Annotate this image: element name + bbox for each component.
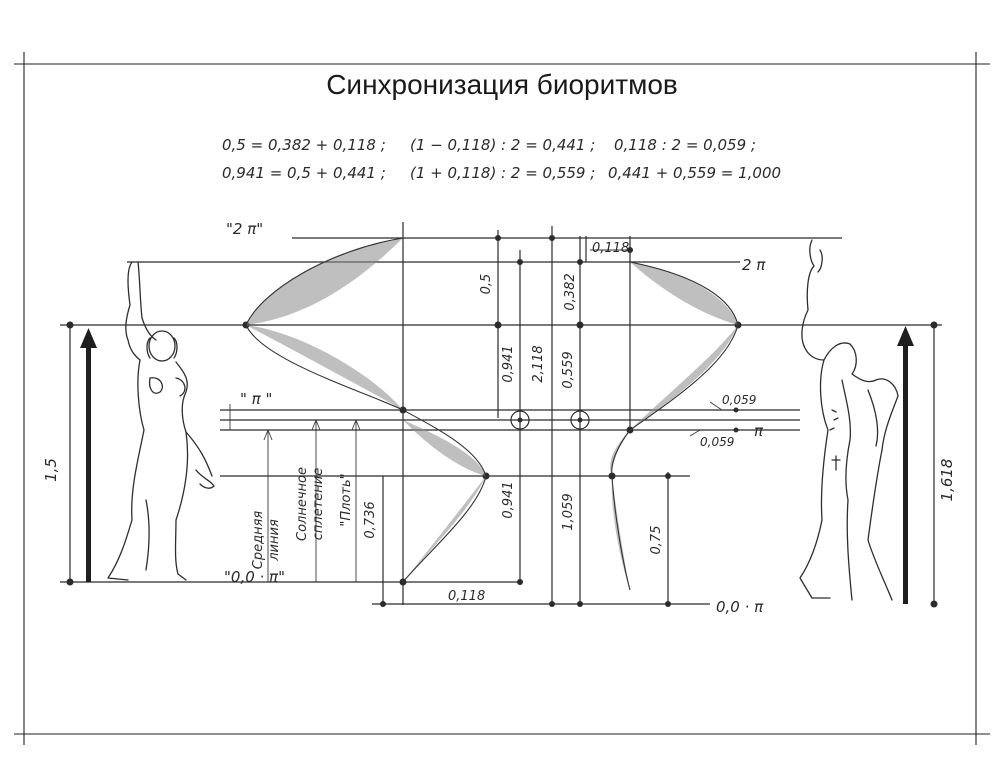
label-height-left: 1,5 [42,458,60,482]
label-flesh-value: 0,736 [363,501,378,538]
marker-circle-right [570,410,590,430]
side-pointers [229,401,723,441]
label-solar-plexus-1: Солнечное [295,467,310,541]
label-zero-pi-left: "0,0 · π" [224,568,285,586]
dim-2-118: 2,118 [531,345,546,382]
label-middle-line-1: Средняя [251,511,266,570]
label-zero-pi-right: 0,0 · π [716,598,764,616]
formula-1: 0,5 = 0,382 + 0,118 ; [222,136,386,154]
right-biorhythm-wave [610,261,739,591]
dimension-lines [69,222,935,605]
formula-6: 0,441 + 0,559 = 1,000 [608,164,781,182]
dim-0-059-top: 0,059 [722,393,756,407]
dim-0-118-bottom: 0,118 [448,589,485,604]
dim-0-118-top: 0,118 [592,241,629,256]
label-pi-right: π [754,422,764,440]
intersection-dots [66,235,938,608]
left-height-arrow [80,328,97,582]
formula-3: 0,118 : 2 = 0,059 ; [614,136,756,154]
right-height-arrow [897,326,914,604]
dim-0-382: 0,382 [563,273,578,310]
label-pi-left: " π " [240,390,272,408]
formula-4: 0,941 = 0,5 + 0,441 ; [222,164,386,182]
reference-lines [60,237,942,605]
dim-0-75: 0,75 [649,526,664,555]
label-flesh: "Плоть" [339,473,354,526]
left-biorhythm-wave [245,237,487,583]
page-title: Синхронизация биоритмов [326,69,678,100]
dim-0-941-bottom: 0,941 [501,481,516,518]
dim-0-059-bottom: 0,059 [700,435,734,449]
drawing-frame [14,52,990,745]
dim-0-5: 0,5 [479,274,494,295]
formula-2: (1 − 0,118) : 2 = 0,441 ; [410,136,595,154]
label-two-pi-left: "2 π" [226,220,263,238]
label-solar-plexus-2: сплетение [311,468,326,540]
dim-1-059: 1,059 [561,493,576,530]
marker-circle-left [510,410,530,430]
formula-block: 0,5 = 0,382 + 0,118 ; (1 − 0,118) : 2 = … [222,136,781,182]
right-human-figure [799,239,899,601]
label-height-right: 1,618 [938,459,956,502]
formula-5: (1 + 0,118) : 2 = 0,559 ; [410,164,595,182]
dim-0-559: 0,559 [561,351,576,388]
label-two-pi-right: 2 π [742,256,766,274]
dim-0-941-top: 0,941 [501,345,516,382]
label-middle-line-2: линия [267,519,282,562]
left-human-figure [107,261,215,581]
